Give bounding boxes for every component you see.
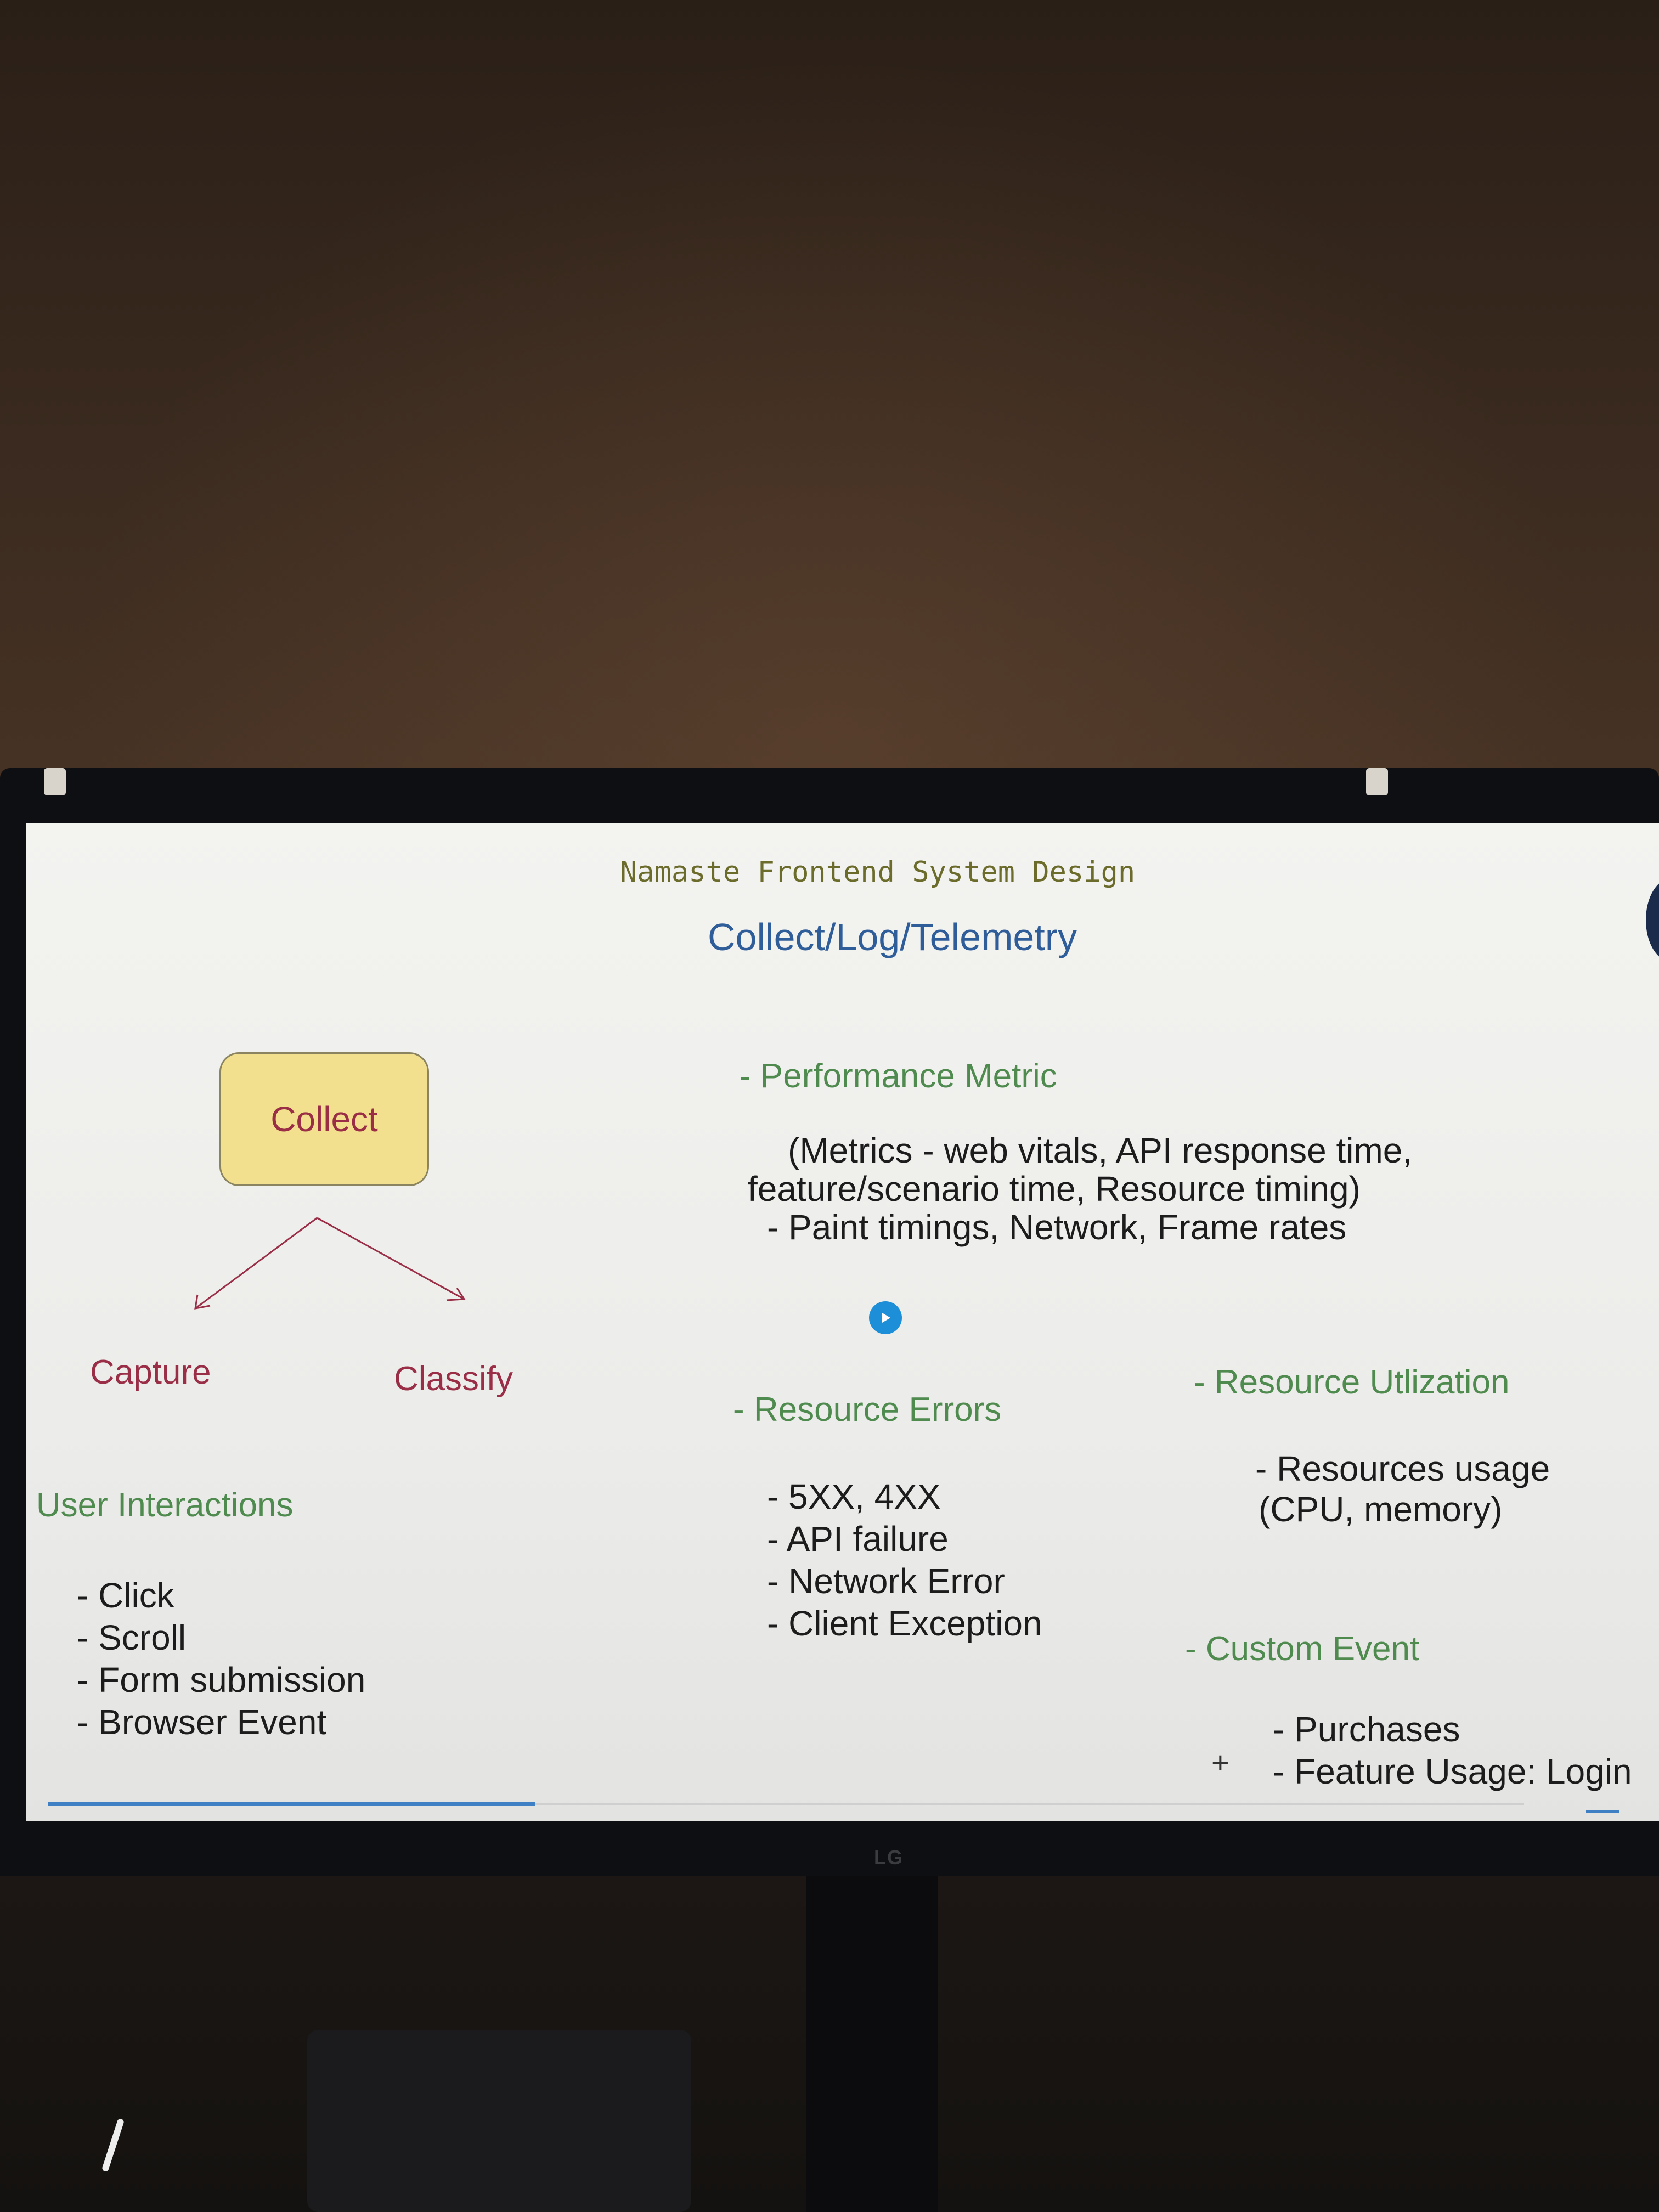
- plus-icon[interactable]: +: [1211, 1745, 1229, 1780]
- list-item: - 5XX, 4XX: [767, 1477, 941, 1516]
- custom-event-heading: - Custom Event: [1185, 1630, 1420, 1668]
- room-background: [0, 0, 1659, 823]
- list-item: - Form submission: [77, 1660, 366, 1700]
- resource-utilization-line-1: - Resources usage: [1255, 1449, 1550, 1488]
- video-progress-fill: [48, 1802, 535, 1806]
- collect-label: Collect: [270, 1099, 378, 1139]
- monitor-clip-left: [44, 768, 66, 795]
- capture-label: Capture: [90, 1353, 211, 1391]
- performance-heading: - Performance Metric: [740, 1057, 1057, 1095]
- monitor-brand-logo: LG: [874, 1846, 904, 1869]
- monitor-stand: [806, 1876, 938, 2212]
- performance-line-2: feature/scenario time, Resource timing): [748, 1169, 1361, 1209]
- video-progress-marker: [1586, 1810, 1619, 1813]
- list-item: - Network Error: [767, 1561, 1005, 1601]
- arrowhead-classify: [446, 1288, 466, 1301]
- cable: [101, 2118, 125, 2172]
- list-item: - API failure: [767, 1519, 949, 1559]
- list-item: - Click: [77, 1576, 174, 1615]
- list-item: - Scroll: [77, 1618, 187, 1657]
- user-interactions-list: - Click - Scroll - Form submission - Bro…: [77, 1575, 365, 1743]
- play-button[interactable]: [869, 1301, 902, 1334]
- arrowhead-capture: [194, 1294, 211, 1310]
- branch-arrows: [194, 1217, 466, 1310]
- slide-screen: Namaste Frontend System Design Collect/L…: [26, 823, 1659, 1821]
- list-item: - Feature Usage: Login: [1273, 1752, 1632, 1791]
- resource-utilization-line-2: (CPU, memory): [1259, 1489, 1503, 1529]
- custom-event-list: - Purchases - Feature Usage: Login: [1273, 1708, 1632, 1793]
- play-icon: [882, 1313, 890, 1323]
- list-item: - Purchases: [1273, 1709, 1460, 1749]
- video-progress-track[interactable]: [48, 1803, 1524, 1805]
- list-item: - Browser Event: [77, 1702, 327, 1742]
- slide-header: Namaste Frontend System Design: [620, 856, 1136, 889]
- user-interactions-heading: - User Interactions: [26, 1486, 294, 1524]
- monitor-clip-right: [1366, 768, 1388, 795]
- edge-control[interactable]: [1646, 879, 1659, 961]
- resource-utilization-heading: - Resource Utlization: [1194, 1363, 1510, 1401]
- arrow-to-classify: [317, 1217, 465, 1300]
- resource-errors-heading: - Resource Errors: [733, 1391, 1002, 1429]
- list-item: - Client Exception: [767, 1604, 1042, 1643]
- resource-errors-list: - 5XX, 4XX - API failure - Network Error…: [767, 1476, 1042, 1645]
- collect-box: Collect: [219, 1052, 429, 1186]
- desk-object: [307, 2030, 691, 2212]
- arrow-to-capture: [195, 1217, 318, 1310]
- performance-line-3: - Paint timings, Network, Frame rates: [767, 1207, 1347, 1247]
- slide-title: Collect/Log/Telemetry: [708, 916, 1077, 958]
- classify-label: Classify: [394, 1360, 514, 1398]
- performance-line-1: (Metrics - web vitals, API response time…: [788, 1131, 1413, 1170]
